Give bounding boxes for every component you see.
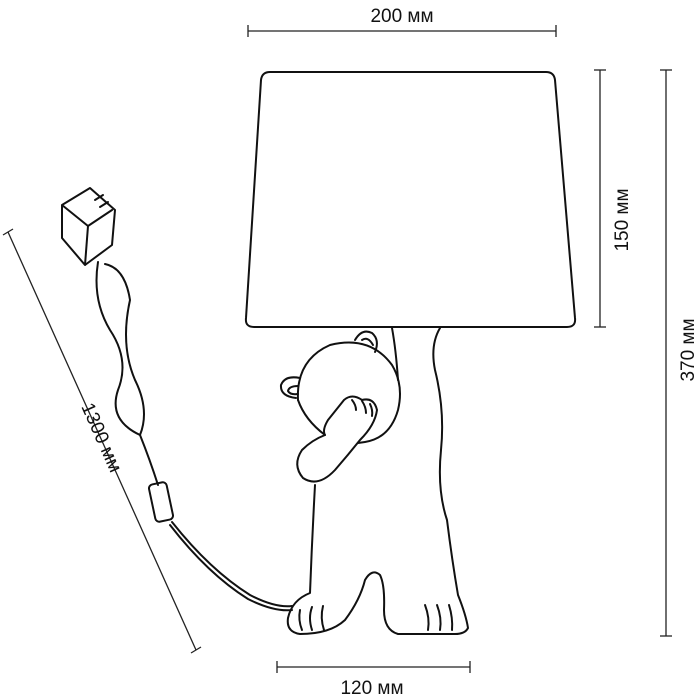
lamp-shade xyxy=(244,71,577,328)
dim-cord-length: 1300 мм xyxy=(2,228,202,654)
dim-shade-height: 150 мм xyxy=(594,69,633,328)
power-adapter xyxy=(61,187,116,266)
bear-base xyxy=(279,327,469,635)
dim-shade-width: 200 мм xyxy=(247,6,557,37)
label-shade-height: 150 мм xyxy=(612,188,633,251)
dim-base-width: 120 мм xyxy=(276,661,471,699)
label-total-height: 370 мм xyxy=(678,318,699,381)
label-cord-length: 1300 мм xyxy=(76,400,125,476)
label-shade-width: 200 мм xyxy=(370,6,433,27)
dim-total-height: 370 мм xyxy=(660,69,699,637)
power-cord xyxy=(61,187,293,612)
label-base-width: 120 мм xyxy=(340,678,403,699)
cord-switch xyxy=(147,481,175,523)
